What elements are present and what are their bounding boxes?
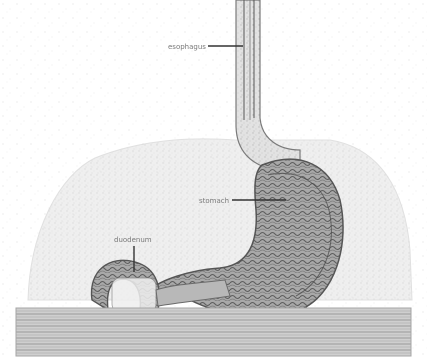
label-duodenum: duodenum — [114, 236, 152, 244]
label-stomach: stomach — [199, 197, 229, 205]
label-esophagus: esophagus — [168, 43, 206, 51]
pyloric-region — [112, 278, 156, 312]
lower-band — [16, 308, 411, 356]
